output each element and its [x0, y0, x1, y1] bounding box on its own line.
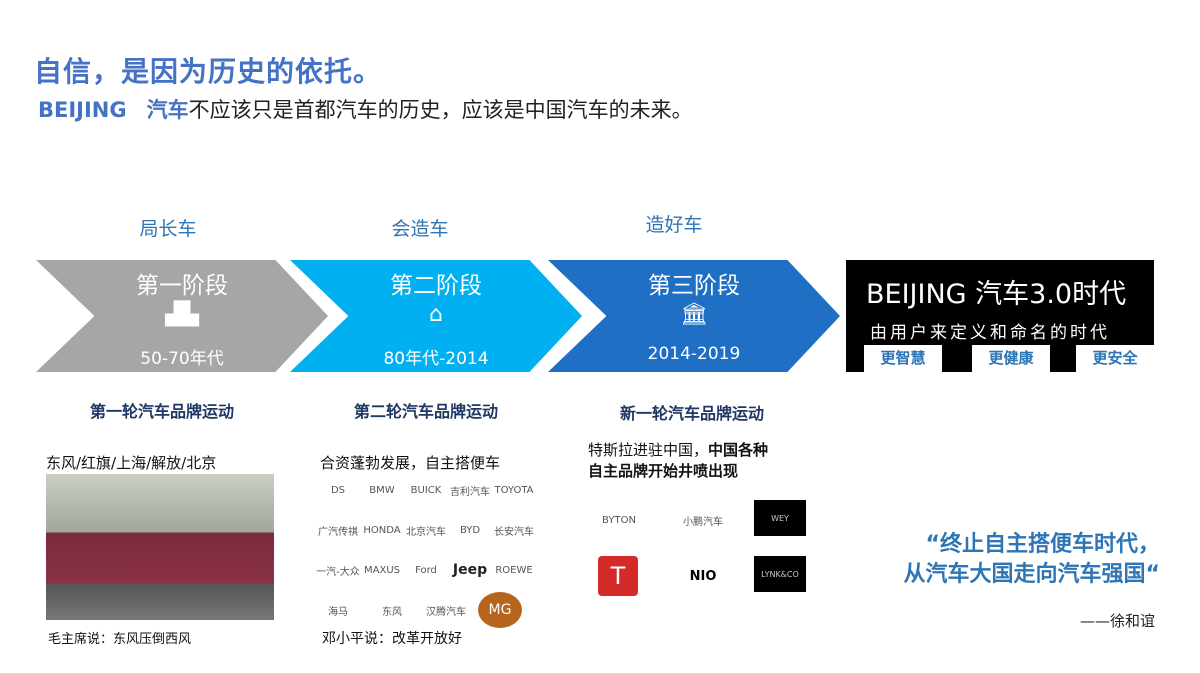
brand-logo: 长安汽车	[494, 526, 534, 538]
brand-logo: WEY	[754, 500, 806, 536]
stage2-heading: 第二轮汽车品牌运动	[353, 402, 498, 421]
subtitle-highlight: 汽车	[146, 98, 189, 122]
stage1-chevron: 第一阶段 ▟▙ 50-70年代	[36, 260, 328, 372]
brand-logo: BYD	[459, 524, 481, 536]
brand-logo: 北京汽车	[406, 526, 446, 538]
stage1-heading: 第一轮汽车品牌运动	[89, 402, 234, 421]
stage3-desc-bold: 中国各种	[708, 441, 769, 459]
brand-logo: 海马	[328, 606, 348, 618]
vintage-car-photo	[46, 474, 274, 620]
stage2-desc: 合资蓬勃发展，自主搭便车	[320, 454, 501, 472]
stage3-heading: 新一轮汽车品牌运动	[619, 404, 764, 423]
stage1-name: 第一阶段	[136, 273, 228, 299]
stage3-label: 造好车	[645, 214, 703, 236]
brand-logo: T	[598, 556, 638, 596]
quote-line: “终止自主搭便车时代，	[925, 532, 1160, 557]
brand-logo: 一汽-大众	[316, 566, 360, 578]
stage1-period: 50-70年代	[140, 349, 224, 369]
brand-logo: DS	[330, 484, 346, 496]
stage1-desc: 东风/红旗/上海/解放/北京	[46, 454, 217, 472]
era-tag: 更健康	[972, 345, 1050, 372]
stage3-desc: 特斯拉进驻中国，中国各种自主品牌开始井喷出现	[588, 440, 768, 482]
quote-line: 从汽车大国走向汽车强国“	[903, 562, 1160, 587]
era-title: BEIJING 汽车3.0时代	[866, 279, 1127, 310]
brand-logo: TOYOTA	[494, 484, 534, 496]
bank-icon: 🏛	[680, 302, 708, 327]
page-title: 自信，是因为历史的依托。	[34, 55, 383, 88]
brand-logo: MG	[478, 592, 522, 628]
brand-logo: LYNK&CO	[754, 556, 806, 592]
brand-logo: 吉利汽车	[450, 486, 490, 498]
page-subtitle: BEIJING 汽车不应该只是首都汽车的历史，应该是中国汽车的未来。	[38, 94, 693, 124]
stage3-chevron: 第三阶段 🏛 2014-2019	[548, 260, 840, 372]
stage1-label: 局长车	[139, 218, 197, 240]
brand-logo-grid: DS BMW BUICK 吉利汽车 TOYOTA 广汽传祺 HONDA 北京汽车 BYD 长安汽车…	[316, 472, 536, 628]
brand-logo: BUICK	[410, 484, 442, 496]
new-brand-logo-grid: BYTON 小鹏汽车 WEY T NIO LYNK&CO	[586, 500, 816, 600]
brand-logo: 小鹏汽车	[683, 516, 723, 528]
brand-logo: Ford	[415, 564, 437, 576]
stage3-desc-normal: 特斯拉进驻中国，	[588, 441, 709, 459]
brand-logo: 广汽传祺	[318, 526, 358, 538]
brand-logo: MAXUS	[364, 564, 400, 576]
era-subtitle: 由用户来定义和命名的时代	[870, 323, 1110, 343]
era-box: BEIJING 汽车3.0时代 由用户来定义和命名的时代 更智慧 更健康 更安全	[846, 260, 1154, 372]
brand-logo: HONDA	[363, 524, 401, 536]
subtitle-text: 不应该只是首都汽车的历史，应该是中国汽车的未来。	[188, 98, 693, 122]
stage2-name: 第二阶段	[390, 273, 482, 299]
era-tag: 更智慧	[864, 345, 942, 372]
brand-logo: BYTON	[602, 514, 636, 526]
brand-logo: 东风	[382, 606, 402, 618]
brand-logo: BMW	[369, 484, 395, 496]
era-tag: 更安全	[1076, 345, 1154, 372]
brand-logo: NIO	[689, 568, 717, 584]
brand-logo: 汉腾汽车	[426, 606, 466, 618]
bar-chart-icon: ▟▙	[165, 302, 199, 327]
brand-name: BEIJING	[38, 98, 127, 122]
stage2-period: 80年代-2014	[383, 349, 489, 369]
stage2-label: 会造车	[391, 218, 449, 240]
stage2-chevron: 第二阶段 ⌂ 80年代-2014	[290, 260, 582, 372]
brand-logo: Jeep	[452, 562, 488, 578]
stage3-name: 第三阶段	[648, 273, 740, 299]
stage2-caption: 邓小平说：改革开放好	[322, 631, 462, 647]
quote: “终止自主搭便车时代， 从汽车大国走向汽车强国“	[860, 530, 1160, 590]
brand-logo: ROEWE	[495, 564, 533, 576]
stage3-desc-bold: 自主品牌开始井喷出现	[588, 462, 739, 480]
quote-author: ——徐和谊	[1080, 612, 1156, 630]
stage1-caption: 毛主席说：东风压倒西风	[48, 632, 192, 647]
stage3-period: 2014-2019	[647, 344, 741, 364]
house-icon: ⌂	[429, 302, 443, 327]
